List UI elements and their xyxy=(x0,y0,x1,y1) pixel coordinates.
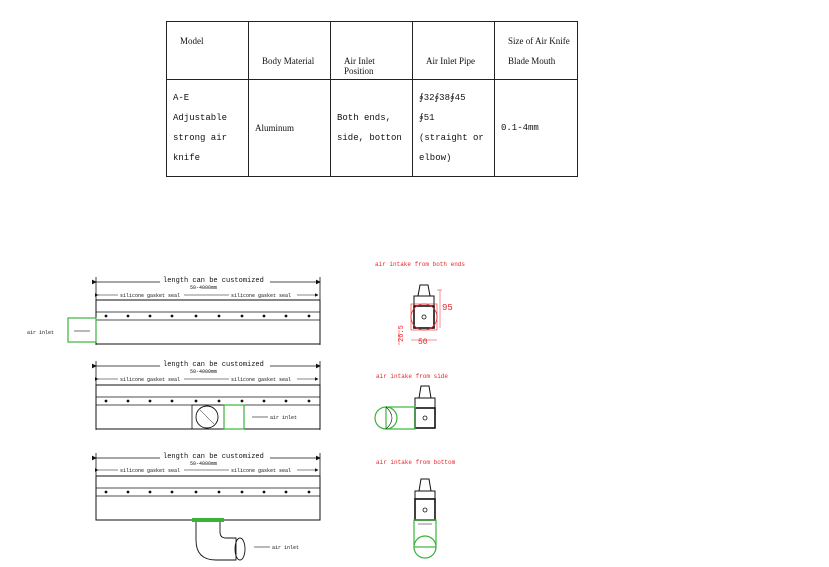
knife-drawing-side: length can be customized 50-4000mm silic… xyxy=(92,360,321,430)
gasket-label: silicone gasket seal xyxy=(120,468,180,474)
view1-caption: air intake from both ends xyxy=(375,261,465,268)
dimension-95: 95 xyxy=(442,303,453,313)
dimension-50: 50 xyxy=(418,338,428,347)
table-header-row: Model Body Material Air Inlet Position A… xyxy=(166,21,578,80)
cell-pipe: ∮32∮38∮45 ∮51 (straight or elbow) xyxy=(412,79,495,177)
view3-caption: air intake from bottom xyxy=(376,459,456,466)
view2-caption: air intake from side xyxy=(376,373,448,380)
gasket-label: silicone gasket seal xyxy=(120,377,180,383)
header-model: Model xyxy=(166,21,249,80)
length-range: 50-4000mm xyxy=(190,369,217,375)
air-inlet-label: air inlet xyxy=(270,415,297,421)
cross-section-side: air intake from side xyxy=(374,373,448,430)
gasket-label: silicone gasket seal xyxy=(120,293,180,299)
length-label: length can be customized xyxy=(163,361,264,369)
cell-blade: 0.1-4mm xyxy=(494,79,578,177)
cross-section-bottom: air intake from bottom xyxy=(376,459,456,559)
side-inlet-pipe xyxy=(223,404,245,430)
knife-drawing-bottom: length can be customized 50-4000mm silic… xyxy=(92,452,321,561)
spec-table: Model Body Material Air Inlet Position A… xyxy=(166,21,578,177)
table-row: A-E Adjustable strong air knife Aluminum… xyxy=(166,79,578,177)
knife-drawing-ends: length can be customized 50-4000mm silic… xyxy=(27,276,321,345)
length-range: 50-4000mm xyxy=(190,285,217,291)
gasket-label: silicone gasket seal xyxy=(231,468,291,474)
length-label: length can be customized xyxy=(163,453,264,461)
cross-section-ends: air intake from both ends 95 50 26.5 xyxy=(375,261,465,347)
air-inlet-label: air inlet xyxy=(27,330,54,336)
end-inlet-pipe xyxy=(67,317,97,343)
gasket-label: silicone gasket seal xyxy=(231,377,291,383)
dimension-26-5: 26.5 xyxy=(398,325,406,342)
length-label: length can be customized xyxy=(163,277,264,285)
bottom-inlet-flange xyxy=(192,518,224,522)
gasket-label: silicone gasket seal xyxy=(231,293,291,299)
air-inlet-label: air inlet xyxy=(272,545,299,551)
cell-position: Both ends, side, botton xyxy=(330,79,413,177)
bottom-elbow-pipe xyxy=(195,522,237,561)
length-range: 50-4000mm xyxy=(190,461,217,467)
